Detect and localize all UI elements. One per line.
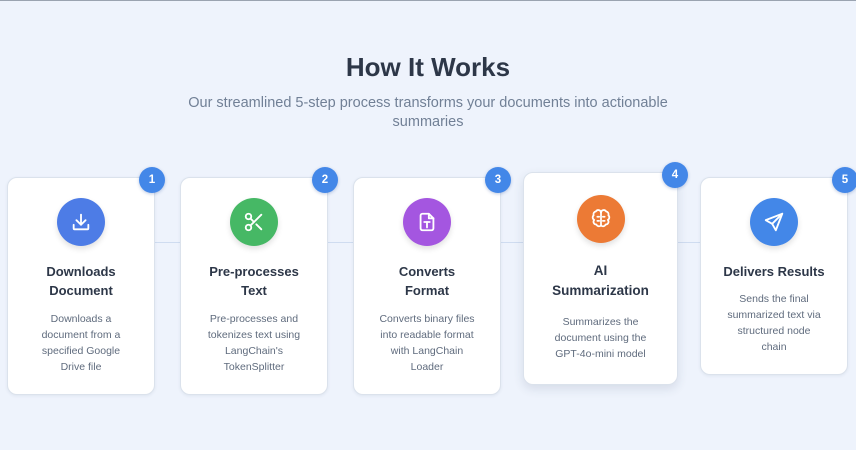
- connector-line: [328, 242, 354, 243]
- send-icon: [764, 212, 784, 232]
- step-icon-circle: [576, 195, 625, 243]
- step-number-badge: 1: [139, 167, 165, 193]
- connector-line: [155, 242, 181, 243]
- step-icon-circle: [57, 198, 105, 246]
- page-subtitle: Our streamlined 5-step process transform…: [188, 95, 668, 130]
- file-text-icon: [419, 212, 435, 232]
- download-icon: [72, 213, 90, 231]
- brain-icon: [591, 209, 610, 228]
- step-title: Delivers Results: [723, 264, 825, 279]
- step-icon-circle: [750, 198, 798, 246]
- step-number-badge: 4: [662, 162, 688, 188]
- step-number-badge: 3: [485, 167, 511, 193]
- page-title: How It Works: [345, 52, 511, 82]
- step-number-badge: 5: [832, 167, 856, 193]
- step-icon-circle: [403, 198, 451, 246]
- step-icon-circle: [230, 198, 278, 246]
- connector-line: [501, 242, 523, 243]
- connector-line: [678, 242, 700, 243]
- step-number-badge: 2: [312, 167, 338, 193]
- scissors-icon: [244, 212, 263, 232]
